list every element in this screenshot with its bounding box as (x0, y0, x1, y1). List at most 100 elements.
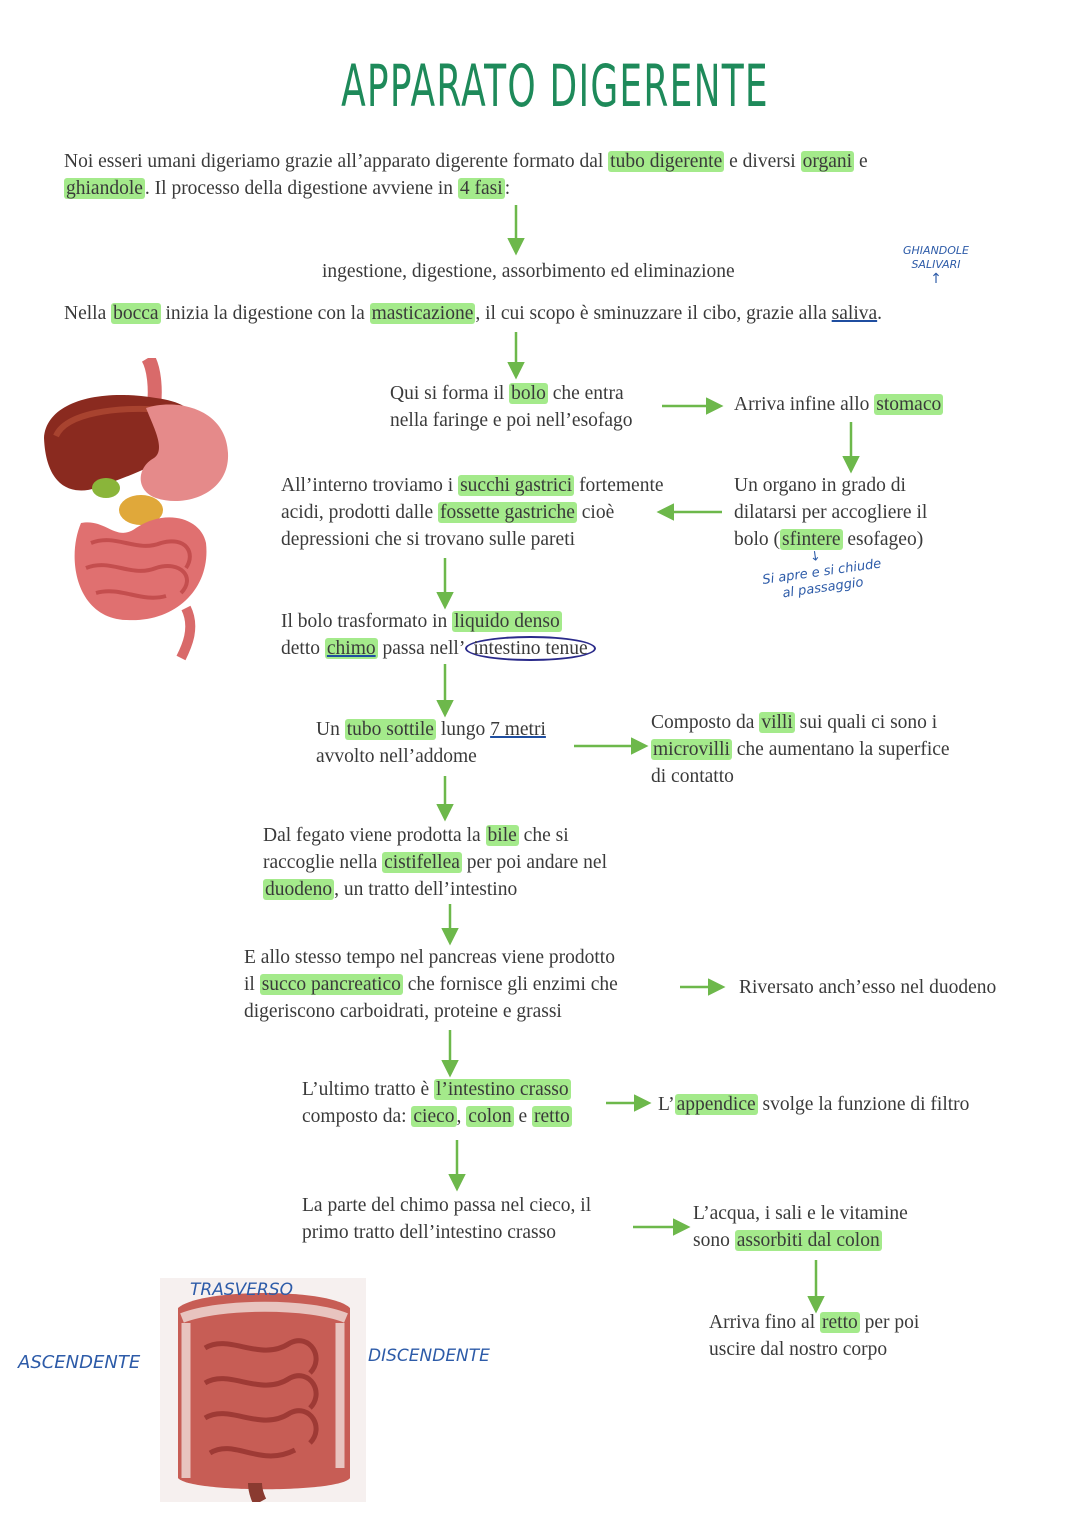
highlight-organi: organi (800, 151, 855, 172)
cecum-box: La parte del chimo passa nel cieco, il p… (302, 1192, 591, 1246)
mouth-text: inizia la digestione con la (160, 303, 370, 324)
stomach-desc-text: bolo ( (734, 529, 781, 550)
villi-text: di contatto (651, 766, 734, 787)
mouth-text: . (877, 303, 883, 324)
intro-text: . Il processo della digestione avviene i… (144, 178, 458, 199)
villi-box: Composto da villi sui quali ci sono i mi… (651, 709, 950, 790)
highlight-microvilli: microvilli (651, 739, 732, 760)
highlight-assorbiti-dal-colon: assorbiti dal colon (734, 1230, 882, 1251)
bolus-text: nella faringe e poi nell’esofago (390, 410, 633, 431)
highlight-chimo: chimo (324, 638, 378, 659)
highlight-appendice: appendice (674, 1094, 758, 1115)
highlight-sfintere: sfintere (780, 529, 843, 550)
pancreas-side-text: Riversato anch’esso nel duodeno (739, 977, 997, 998)
colon (178, 1293, 350, 1490)
bile-text: raccoglie nella (263, 852, 383, 873)
up-arrow-icon: ↑ (930, 271, 942, 287)
pancreas (119, 495, 163, 525)
chyme-text: detto (281, 638, 325, 659)
pancreas-box: E allo stesso tempo nel pancreas viene p… (244, 944, 618, 1025)
rectum-text: per poi (859, 1312, 920, 1333)
gastric-text: fortemente (574, 475, 664, 496)
absorb-box: L’acqua, i sali e le vitamine sono assor… (693, 1200, 908, 1254)
note-line: GHIANDOLE (903, 244, 969, 257)
highlight-duodeno: duodeno (263, 879, 335, 900)
highlight-retto: retto (532, 1106, 572, 1127)
bile-text: Dal fegato viene prodotta la (263, 825, 486, 846)
gastric-text: All’interno troviamo i (281, 475, 459, 496)
highlight-tubo-digerente: tubo digerente (608, 151, 725, 172)
highlight-tubo-sottile: tubo sottile (344, 719, 436, 740)
pancreas-text: il (244, 974, 260, 995)
stomach-text: Arriva infine allo (734, 394, 875, 415)
bolus-box: Qui si forma il bolo che entra nella far… (390, 380, 633, 434)
label-ascending: ASCENDENTE (18, 1352, 141, 1373)
chyme-box: Il bolo trasformato in liquido denso det… (281, 608, 596, 662)
appendix-text-part: svolge la funzione di filtro (757, 1094, 970, 1115)
note-salivary-glands: GHIANDOLE SALIVARI ↑ (896, 244, 976, 286)
highlight-4-fasi: 4 fasi (457, 178, 505, 199)
large-int-text: L’ultimo tratto è (302, 1079, 434, 1100)
rectum-text: Arriva fino al (709, 1312, 821, 1333)
small-int-text: avvolto nell’addome (316, 746, 477, 767)
appendix-text: L’appendice svolge la funzione di filtro (658, 1091, 969, 1118)
bile-text: , un tratto dell’intestino (334, 879, 518, 900)
small-int-text: Un (316, 719, 345, 740)
highlight-cieco: cieco (411, 1106, 457, 1127)
chyme-text: Il bolo trasformato in (281, 611, 453, 632)
pancreas-text: che fornisce gli enzimi che (402, 974, 618, 995)
cecum-text: La parte del chimo passa nel cieco, il (302, 1195, 592, 1216)
large-intestine-illustration (160, 1278, 366, 1502)
note-line: SALIVARI (911, 258, 961, 271)
large-int-text: , (456, 1106, 467, 1127)
absorb-text: sono (693, 1230, 735, 1251)
phases-text: ingestione, digestione, assorbimento ed … (322, 261, 735, 282)
bile-text: che si (518, 825, 569, 846)
rectum-box: Arriva fino al retto per poi uscire dal … (709, 1309, 919, 1363)
large-int-text: composto da: (302, 1106, 412, 1127)
cecum-text: primo tratto dell’intestino crasso (302, 1222, 556, 1243)
stomach-desc-text: dilatarsi per accogliere il (734, 502, 928, 523)
highlight-bolo: bolo (509, 383, 548, 404)
villi-text: sui quali ci sono i (794, 712, 938, 733)
large-int-text: e (513, 1106, 533, 1127)
intro-text: Noi esseri umani digeriamo grazie all’ap… (64, 151, 609, 172)
villi-text: che aumentano la superfice (731, 739, 950, 760)
digestive-system-illustration (44, 358, 229, 661)
label-transverse: TRASVERSO (190, 1280, 293, 1300)
gastric-text: depressioni che si trovano sulle pareti (281, 529, 576, 550)
mouth-text: , il cui scopo è sminuzzare il cibo, gra… (475, 303, 832, 324)
highlight-intestino-crasso: l’intestino crasso (433, 1079, 571, 1100)
mouth-text: Nella (64, 303, 112, 324)
circled-intestino-tenue: intestino tenue (465, 636, 596, 661)
gastric-box: All’interno troviamo i succhi gastrici f… (281, 472, 664, 553)
highlight-colon: colon (466, 1106, 514, 1127)
pancreas-text: E allo stesso tempo nel pancreas viene p… (244, 947, 615, 968)
stomach (140, 404, 229, 501)
small-intestine-box: Un tubo sottile lungo 7 metri avvolto ne… (316, 716, 546, 770)
absorb-text: L’acqua, i sali e le vitamine (693, 1203, 908, 1224)
stomach-arrive: Arriva infine allo stomaco (734, 391, 944, 418)
bolus-text: che entra (547, 383, 624, 404)
chyme-text: passa nell’ (377, 638, 466, 659)
stomach-desc: Un organo in grado di dilatarsi per acco… (734, 472, 927, 553)
highlight-villi: villi (759, 712, 795, 733)
underline-saliva: saliva (831, 303, 878, 324)
villi-text: Composto da (651, 712, 760, 733)
small-intestine (74, 517, 207, 621)
highlight-fossette-gastriche: fossette gastriche (438, 502, 577, 523)
appendix-text-part: L’ (658, 1094, 675, 1115)
highlight-retto: retto (820, 1312, 860, 1333)
highlight-succhi-gastrici: succhi gastrici (458, 475, 575, 496)
intro-paragraph: Noi esseri umani digeriamo grazie all’ap… (64, 148, 1024, 202)
stomach-desc-text: Un organo in grado di (734, 475, 906, 496)
bile-text: per poi andare nel (461, 852, 608, 873)
gallbladder (92, 478, 120, 498)
highlight-stomaco: stomaco (874, 394, 944, 415)
page-title: APPARATO DIGERENTE (341, 52, 769, 120)
intro-text: e diversi (724, 151, 801, 172)
gastric-text: acidi, prodotti dalle (281, 502, 439, 523)
stomach-desc-text: esofageo) (842, 529, 924, 550)
mouth-paragraph: Nella bocca inizia la digestione con la … (64, 300, 1064, 327)
highlight-bocca: bocca (111, 303, 161, 324)
